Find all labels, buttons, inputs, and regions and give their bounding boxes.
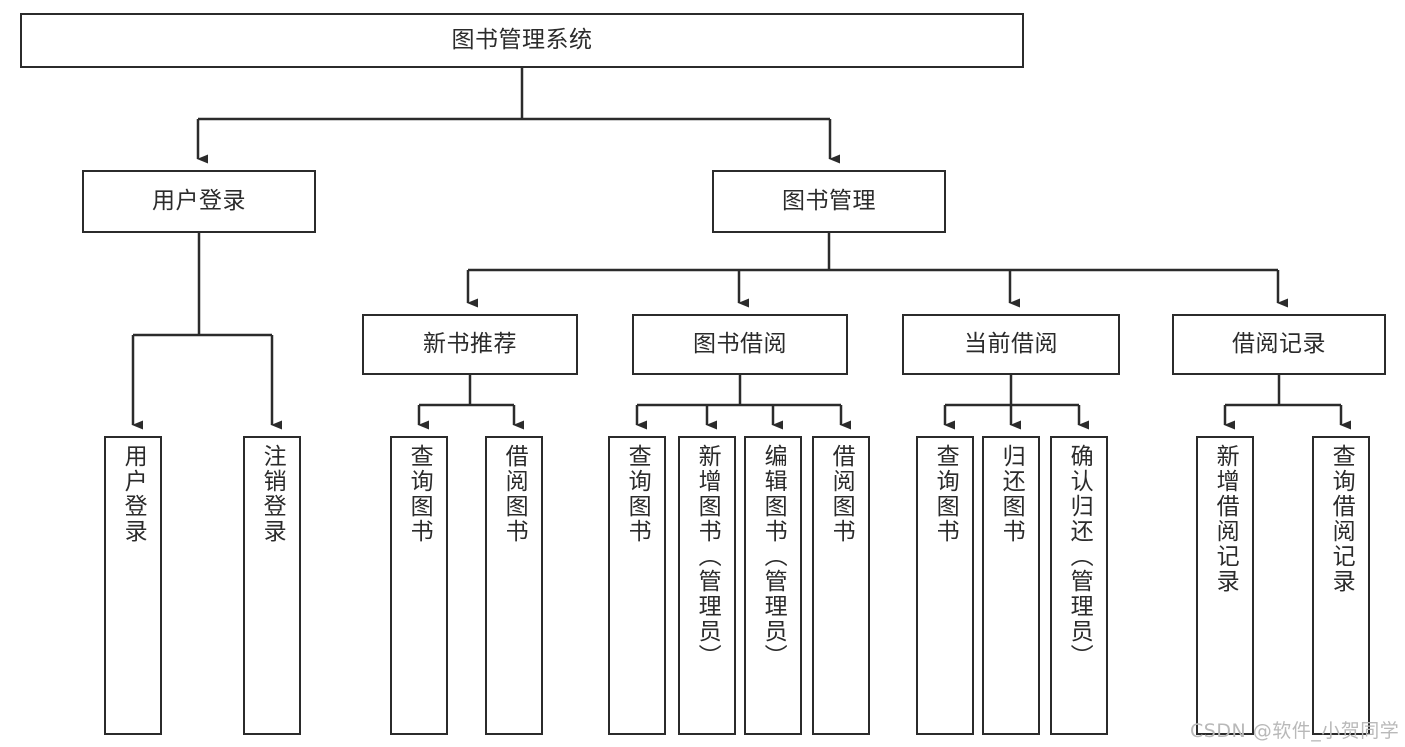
node-leaf-borrow-book-recommend[interactable]: 借阅图书 xyxy=(485,436,543,735)
node-leaf-query-borrow-record[interactable]: 查询借阅记录 xyxy=(1312,436,1370,735)
node-book-manage[interactable]: 图书管理 xyxy=(712,170,946,233)
node-leaf-borrow-book[interactable]: 借阅图书 xyxy=(812,436,870,735)
node-leaf-user-login[interactable]: 用户登录 xyxy=(104,436,162,735)
node-label-new-book-recommend: 新书推荐 xyxy=(423,330,517,357)
node-label-leaf-query-book-recommend: 查询图书 xyxy=(406,444,433,544)
node-leaf-query-book-current[interactable]: 查询图书 xyxy=(916,436,974,735)
node-leaf-add-book-admin[interactable]: 新增图书（管理员） xyxy=(678,436,736,735)
node-borrow-record[interactable]: 借阅记录 xyxy=(1172,314,1386,375)
node-label-leaf-user-login: 用户登录 xyxy=(120,444,147,544)
node-label-leaf-borrow-book-recommend: 借阅图书 xyxy=(501,444,528,544)
node-book-borrow[interactable]: 图书借阅 xyxy=(632,314,848,375)
node-leaf-confirm-return-admin[interactable]: 确认归还（管理员） xyxy=(1050,436,1108,735)
node-leaf-query-book-recommend[interactable]: 查询图书 xyxy=(390,436,448,735)
node-label-leaf-query-borrow-record: 查询借阅记录 xyxy=(1328,444,1355,594)
node-label-book-borrow: 图书借阅 xyxy=(693,330,787,357)
node-new-book-recommend[interactable]: 新书推荐 xyxy=(362,314,578,375)
node-current-borrow[interactable]: 当前借阅 xyxy=(902,314,1120,375)
node-leaf-return-book[interactable]: 归还图书 xyxy=(982,436,1040,735)
node-label-borrow-record: 借阅记录 xyxy=(1232,330,1326,357)
node-label-current-borrow: 当前借阅 xyxy=(964,330,1058,357)
node-label-user-login: 用户登录 xyxy=(152,187,246,214)
node-leaf-add-borrow-record[interactable]: 新增借阅记录 xyxy=(1196,436,1254,735)
node-user-login[interactable]: 用户登录 xyxy=(82,170,316,233)
node-label-leaf-logout-login: 注销登录 xyxy=(259,444,286,544)
node-label-leaf-return-book: 归还图书 xyxy=(998,444,1025,544)
node-leaf-logout-login[interactable]: 注销登录 xyxy=(243,436,301,735)
node-label-leaf-query-book-borrow: 查询图书 xyxy=(624,444,651,544)
node-label-leaf-borrow-book: 借阅图书 xyxy=(828,444,855,544)
node-leaf-query-book-borrow[interactable]: 查询图书 xyxy=(608,436,666,735)
csdn-watermark: CSDN @软件_小贺同学 xyxy=(1190,720,1400,742)
node-root[interactable]: 图书管理系统 xyxy=(20,13,1024,68)
node-label-root: 图书管理系统 xyxy=(451,26,593,53)
node-leaf-edit-book-admin[interactable]: 编辑图书（管理员） xyxy=(744,436,802,735)
node-label-leaf-confirm-return-admin: 确认归还（管理员） xyxy=(1066,444,1093,669)
connector-edges xyxy=(131,68,1351,430)
node-label-leaf-add-book-admin: 新增图书（管理员） xyxy=(694,444,721,669)
node-label-leaf-edit-book-admin: 编辑图书（管理员） xyxy=(760,444,787,669)
node-label-book-manage: 图书管理 xyxy=(782,187,876,214)
node-label-leaf-add-borrow-record: 新增借阅记录 xyxy=(1212,444,1239,594)
node-label-leaf-query-book-current: 查询图书 xyxy=(932,444,959,544)
